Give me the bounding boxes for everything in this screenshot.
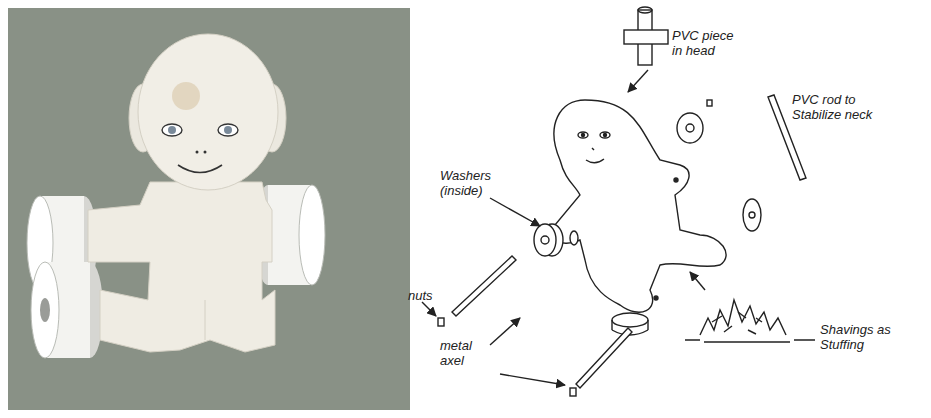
- callout-label: metal axel: [440, 338, 486, 368]
- callout-label: nuts: [408, 288, 450, 303]
- exploded-sketch: [422, 7, 815, 396]
- callout-label: PVC piece in head: [672, 28, 734, 58]
- callout-label: PVC rod to Stabilize neck: [792, 92, 874, 122]
- callout-label: Washers (inside): [440, 168, 506, 198]
- doll-photo: [8, 8, 410, 410]
- callout-label: Shavings as Stuffing: [820, 322, 904, 352]
